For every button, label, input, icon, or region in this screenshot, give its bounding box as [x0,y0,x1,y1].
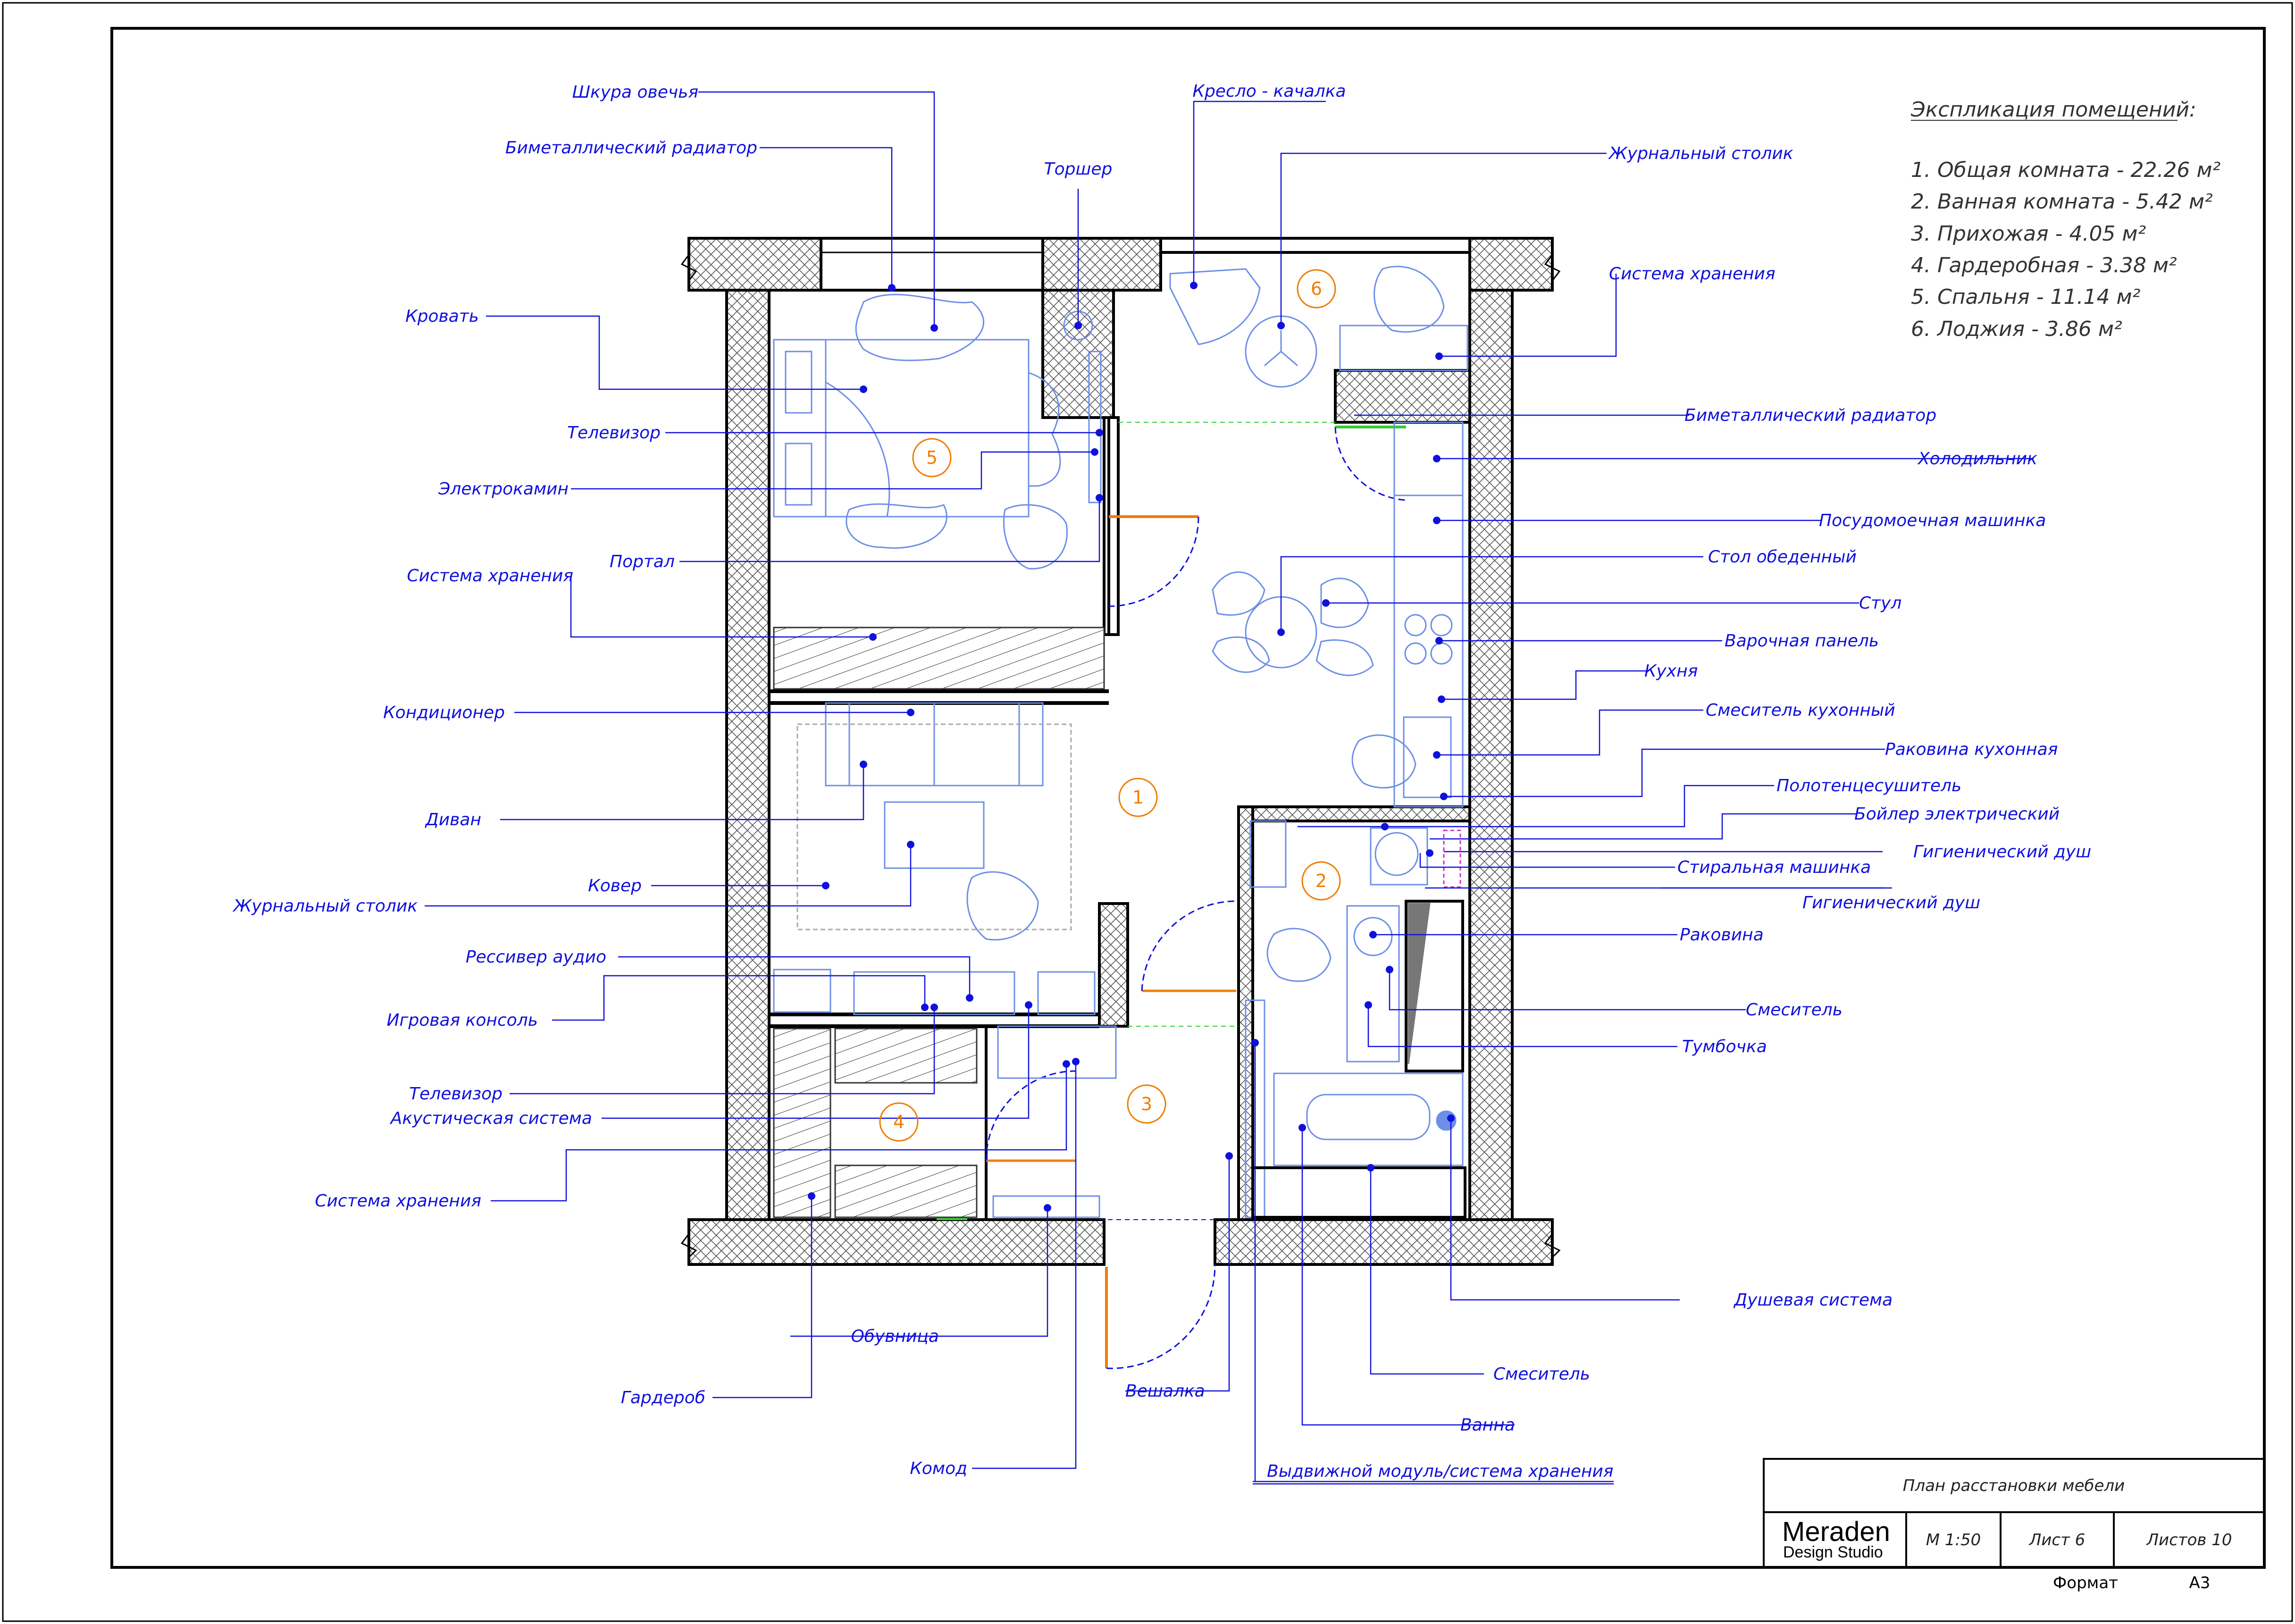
sheets-total: Листов 10 [2145,1531,2232,1549]
label-speakers: Акустическая система [390,1109,592,1128]
legend-room-1: 1. Общая комната - 22.26 м² [1911,158,2220,182]
legend-title: Экспликация помещений: [1910,98,2196,122]
plan-title: План расстановки мебели [1903,1476,2125,1495]
label-tv-bedroom: Телевизор [567,423,661,443]
label-sink: Раковина [1680,925,1764,945]
callout-labels: Шкура овечья Биметаллический радиатор То… [233,82,2092,1481]
label-shoe-cabinet: Обувница [851,1327,939,1346]
label-mixer-sink: Смеситель [1746,1000,1843,1020]
label-rocking-chair: Кресло - качалка [1192,82,1346,101]
label-bed: Кровать [405,307,479,326]
room-number-6: 6 [1311,278,1322,299]
label-boiler: Бойлер электрический [1854,804,2060,824]
label-game-console: Игровая консоль [387,1011,538,1030]
label-portal: Портал [610,552,675,571]
label-radiator-kitchen: Биметаллический радиатор [1684,406,1936,425]
legend-room-5: 5. Спальня - 11.14 м² [1911,285,2140,309]
label-coffee-table-loggia: Журнальный столик [1608,144,1793,163]
label-carpet: Ковер [588,876,642,896]
leader-dots [808,282,1455,1212]
leader-lines [425,91,2034,1482]
legend-room-3: 3. Прихожая - 4.05 м² [1911,222,2146,246]
label-air-conditioner: Кондиционер [383,703,505,722]
label-storage-bedroom: Система хранения [407,566,573,586]
label-floor-lamp: Торшер [1044,159,1113,179]
room-number-2: 2 [1315,871,1327,891]
sheet-number: Лист 6 [2028,1531,2086,1549]
format-label: Формат [2053,1574,2118,1592]
label-sheepskin: Шкура овечья [572,83,698,102]
room-number-5: 5 [926,447,938,468]
label-dresser: Комод [910,1459,967,1478]
label-fireplace: Электрокамин [438,479,569,499]
label-kitchen: Кухня [1644,661,1698,681]
label-dining-table: Стол обеденный [1708,547,1857,567]
label-chair: Стул [1859,594,1901,613]
room-legend: Экспликация помещений: 1. Общая комната … [1910,98,2220,341]
break-marks [680,238,1561,1264]
label-washing-machine: Стиральная машинка [1677,858,1871,877]
legend-room-2: 2. Ванная комната - 5.42 м² [1911,190,2213,214]
label-storage-wardrobe: Система хранения [315,1191,481,1211]
label-drawer-module: Выдвижной модуль/система хранения [1267,1462,1613,1481]
brand-subtitle: Design Studio [1783,1543,1883,1561]
label-tv-living: Телевизор [409,1084,503,1104]
room-number-3: 3 [1141,1094,1152,1114]
room-number-1: 1 [1132,787,1144,808]
label-nightstand: Тумбочка [1682,1037,1767,1056]
room-number-4: 4 [893,1112,905,1132]
label-wardrobe: Гардероб [621,1388,705,1407]
legend-room-4: 4. Гардеробная - 3.38 м² [1911,253,2177,277]
label-fridge: Холодильник [1917,449,2037,469]
label-dishwasher: Посудомоечная машинка [1819,511,2046,530]
format-value: А3 [2189,1574,2211,1592]
label-hob: Варочная панель [1725,631,1879,651]
label-kitchen-sink: Раковина кухонная [1885,740,2058,759]
scale-value: М 1:50 [1926,1531,1981,1549]
room-number-markers [879,269,1341,1142]
legend-room-6: 6. Лоджия - 3.86 м² [1911,317,2122,341]
brand-logo-text: Meraden [1782,1516,1890,1547]
label-hygienic-shower-2: Гигиенический душ [1802,893,1980,912]
drawing-frame [110,27,2266,1569]
label-sofa: Диван [425,810,481,829]
label-coffee-table-living: Журнальный столик [233,896,418,916]
title-block [1763,1458,2265,1568]
label-towel-dryer: Полотенцесушитель [1776,776,1961,795]
door-thresholds [1099,422,1335,1220]
label-kitchen-mixer: Смеситель кухонный [1706,701,1895,720]
label-shower-system: Душевая система [1733,1290,1893,1310]
label-audio-receiver: Рессивер аудио [466,947,606,967]
label-radiator-bedroom: Биметаллический радиатор [505,138,757,158]
label-mixer-bath: Смеситель [1493,1364,1590,1384]
label-bathtub: Ванна [1460,1415,1515,1435]
label-hanger: Вешалка [1125,1381,1205,1401]
label-storage-loggia: Система хранения [1609,264,1776,284]
furniture [773,266,1468,1219]
label-hygienic-shower-1: Гигиенический душ [1913,842,2091,862]
